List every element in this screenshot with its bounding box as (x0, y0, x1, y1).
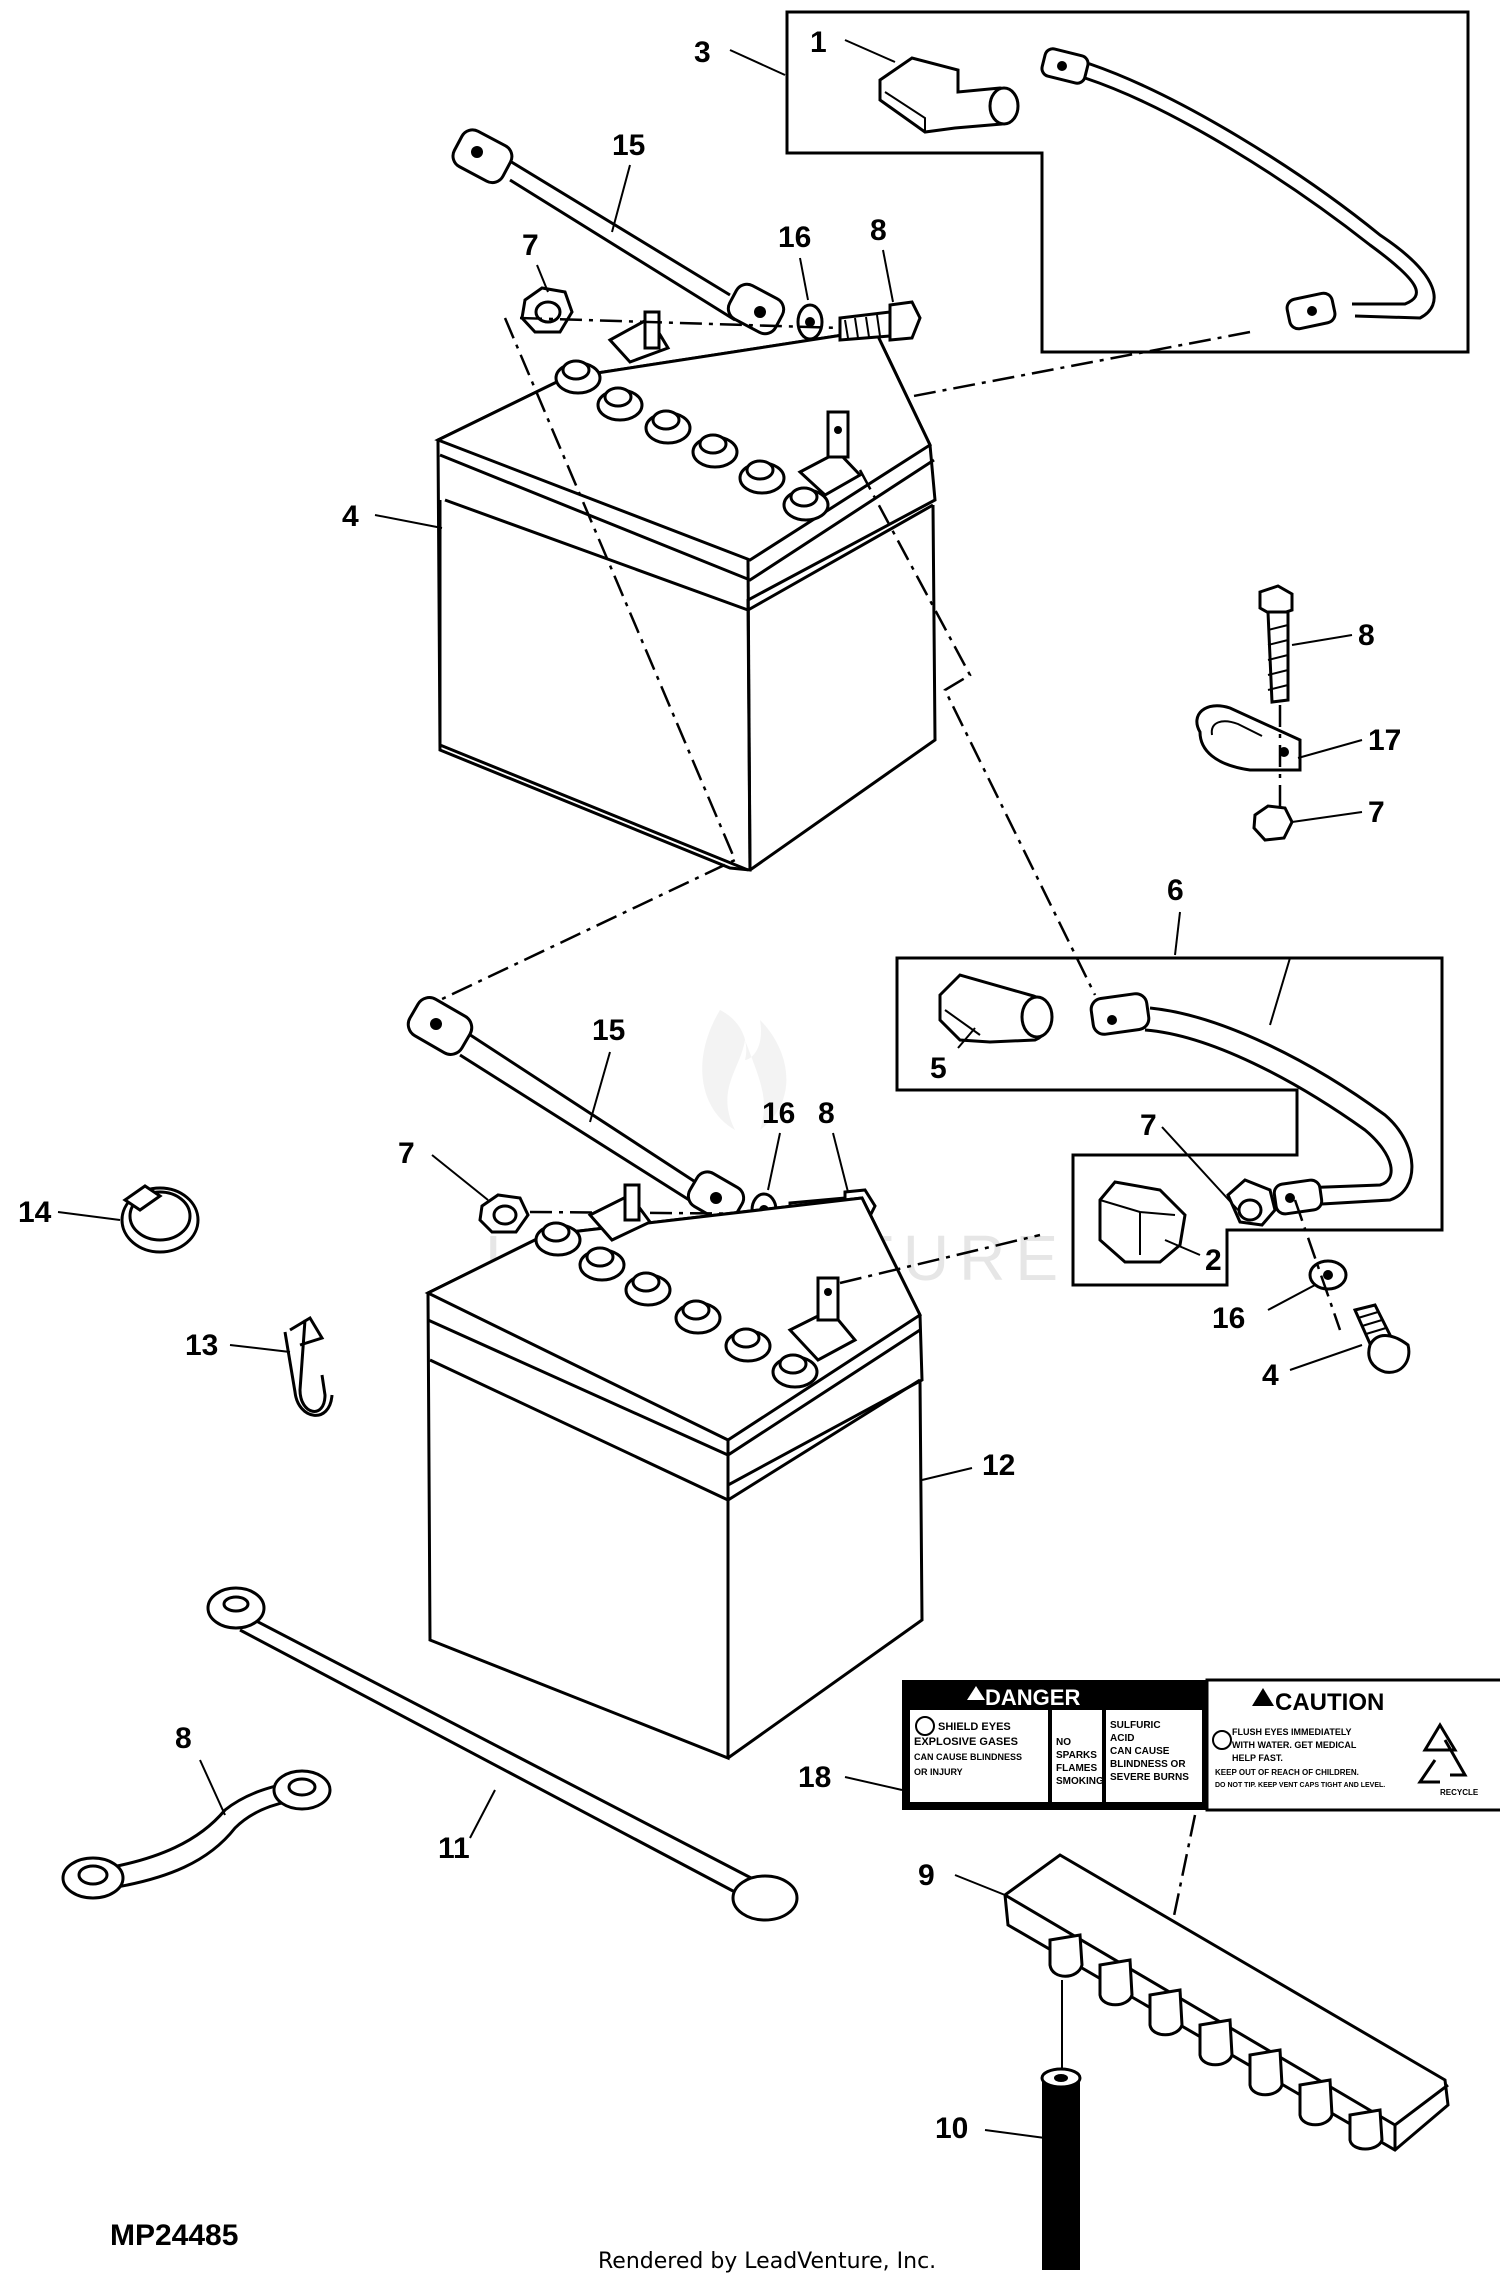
decal-danger-1b: EXPLOSIVE GASES (914, 1736, 1018, 1748)
battery-cable-15-top (451, 128, 786, 336)
hold-down-rod-11 (206, 1586, 799, 1922)
callout-3: 3 (694, 36, 711, 69)
decal-danger-2d: SMOKING (1056, 1776, 1104, 1787)
decal-danger-1c: CAN CAUSE BLINDNESS (914, 1752, 1022, 1762)
decal-danger-2c: FLAMES (1056, 1763, 1097, 1774)
callout-10: 10 (935, 2112, 968, 2145)
assembly-line-cross-b (858, 469, 1097, 996)
washer-16-top (796, 303, 824, 341)
washer-16-right (1308, 1259, 1348, 1291)
j-hook-13 (283, 1315, 334, 1417)
decal-danger-3e: SEVERE BURNS (1110, 1772, 1189, 1783)
callout-5: 5 (930, 1052, 947, 1085)
callout-1: 1 (810, 26, 827, 59)
decal-caution-5: DO NOT TIP. KEEP VENT CAPS TIGHT AND LEV… (1215, 1782, 1385, 1789)
assembly-line-lower (839, 1233, 1041, 1285)
callout-16-lower: 16 (762, 1097, 795, 1130)
bolt-8-right (1352, 1303, 1411, 1374)
hazard-icon (1212, 1730, 1232, 1750)
callout-7-top: 7 (522, 229, 539, 262)
callout-4-top: 4 (342, 500, 359, 533)
terminal-boot-2 (1098, 1180, 1187, 1264)
callout-18: 18 (798, 1761, 831, 1794)
callout-16-top: 16 (778, 221, 811, 254)
callout-16-right: 16 (1212, 1302, 1245, 1335)
assembly-line-cross-a (439, 317, 737, 1002)
callout-4-bottom: 12 (982, 1449, 1015, 1482)
decal-caution-title: CAUTION (1275, 1689, 1384, 1716)
terminal-boot-1 (878, 56, 1020, 134)
terminal-boot-5 (938, 973, 1054, 1044)
nut-7-top (520, 286, 574, 334)
callout-8-bracket: 8 (1358, 619, 1375, 652)
eye-shield-icon (915, 1716, 935, 1736)
battery-top-4 (434, 310, 937, 872)
assembly-line (839, 330, 1251, 412)
decal-danger-3d: BLINDNESS OR (1110, 1759, 1186, 1770)
nut-7-cable-kit (1226, 1178, 1277, 1227)
bolt-8-vertical (1258, 584, 1294, 704)
decal-caution-2: WITH WATER. GET MEDICAL (1232, 1740, 1357, 1750)
decal-danger-1a: SHIELD EYES (938, 1721, 1011, 1733)
decal-recycle-text: RECYCLE (1440, 1788, 1479, 1797)
callout-7-lower: 7 (398, 1137, 415, 1170)
callout-9: 9 (918, 1859, 935, 1892)
rendered-by-credit: Rendered by LeadVenture, Inc. (598, 2249, 936, 2274)
callout-14: 14 (18, 1196, 52, 1229)
callout-7-kit: 7 (1140, 1109, 1157, 1142)
nut-7-bracket (1252, 804, 1294, 842)
reference-code: MP24485 (110, 2219, 238, 2252)
battery-cable-15-bottom (406, 996, 746, 1224)
danger-triangle-icon (967, 1686, 985, 1700)
callout-6: 6 (1167, 874, 1184, 907)
ground-strap-12 (61, 1769, 332, 1900)
callout-8-right: 4 (1262, 1359, 1279, 1392)
vent-tube-10 (1040, 2067, 1082, 2270)
recycle-icon (1417, 1722, 1468, 1784)
callout-7-bracket: 7 (1368, 796, 1385, 829)
callout-17: 17 (1368, 724, 1401, 757)
decal-danger-3c: CAN CAUSE (1110, 1746, 1170, 1757)
decal-caution-4: KEEP OUT OF REACH OF CHILDREN. (1215, 1768, 1359, 1777)
nut-7-lower (478, 1193, 530, 1234)
battery-cable-3 (1040, 47, 1436, 331)
vent-manifold-9 (1003, 1853, 1450, 2152)
callout-11: 11 (438, 1832, 470, 1865)
decal-danger-3a: SULFURIC (1110, 1720, 1161, 1731)
cable-clamp-17 (1195, 704, 1302, 772)
assembly-line-decal (1168, 1814, 1197, 1936)
decal-caution-3: HELP FAST. (1232, 1753, 1283, 1763)
decal-danger-1d: OR INJURY (914, 1767, 963, 1777)
callout-15-top: 15 (612, 129, 645, 162)
decal-danger-2b: SPARKS (1056, 1750, 1097, 1761)
battery-cable-6 (1089, 992, 1414, 1216)
callout-2: 2 (1205, 1244, 1222, 1277)
callout-8-lower: 8 (818, 1097, 835, 1130)
cable-kit-box-3 (785, 10, 1470, 354)
decal-danger-title: DANGER (985, 1685, 1080, 1710)
hose-clamp-14 (120, 1184, 200, 1254)
callout-8-top: 8 (870, 214, 887, 247)
decal-danger-2a: NO (1056, 1737, 1071, 1748)
decal-caution-1: FLUSH EYES IMMEDIATELY (1232, 1727, 1352, 1737)
cable-kit-box-6 (895, 956, 1444, 1287)
decal-danger-3b: ACID (1110, 1733, 1134, 1744)
watermark-flame-logo (702, 1010, 787, 1130)
callout-12: 8 (175, 1722, 192, 1755)
caution-triangle-icon (1252, 1688, 1274, 1706)
bolt-8-top (838, 300, 922, 342)
battery-warning-decal-18: DANGER CAUTION SHIELD EYES EXPLOSIVE GAS… (902, 1678, 1500, 1812)
battery-bottom-4 (424, 1183, 924, 1761)
callout-15-bottom: 15 (592, 1014, 625, 1047)
callout-13: 13 (185, 1329, 218, 1362)
